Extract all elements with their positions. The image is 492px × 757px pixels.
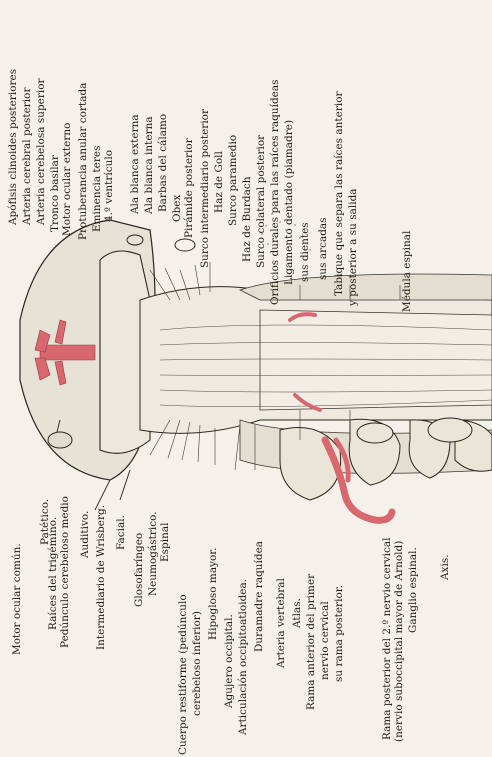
label-rama-post-2-2: (nervio suboccipital mayor de Arnold) xyxy=(394,541,405,742)
label-rama-anterior-2: nervio cervical xyxy=(320,601,331,680)
label-neumogastrico: Neumogástrico. xyxy=(148,511,159,596)
label-atlas: Atlas. xyxy=(292,598,303,628)
label-glosofaringeo: Glosofaríngeo xyxy=(134,533,145,607)
label-motor-ocular-comun: Motor ocular común. xyxy=(12,543,23,655)
label-motor-ocular-ext: Motor ocular externo xyxy=(62,123,73,236)
skull-oval xyxy=(48,432,72,448)
label-ligamento-dentado: Ligamento dentado (piamadre) xyxy=(284,120,295,285)
label-eminencia-teres: Eminencia teres xyxy=(92,146,103,232)
label-rama-posterior: su rama posterior. xyxy=(334,585,345,682)
label-hipogloso-mayor: Hipogloso mayor. xyxy=(208,547,219,640)
label-cuerpo-restiforme: Cuerpo restiforme (pedúnculo xyxy=(178,594,189,755)
vertebrae xyxy=(280,418,492,500)
label-duramadre-raquidea: Duramadre raquídea xyxy=(254,541,265,652)
label-ala-blanca-int: Ala blanca interna xyxy=(144,116,155,214)
label-auditivo: Auditivo. xyxy=(80,511,91,558)
label-medula-espinal: Médula espinal xyxy=(402,231,413,312)
label-orificios-durales: Orificios durales para las raíces raquíd… xyxy=(270,80,281,305)
label-ala-blanca-ext: Ala blanca externa xyxy=(130,114,141,214)
label-intermediario-wrisberg: Intermediario de Wrisberg. xyxy=(96,505,107,650)
label-sus-dientes: sus dientes xyxy=(300,222,311,282)
label-obex: Obex xyxy=(172,195,183,222)
label-raices-trigemino: Raíces del trigémino. xyxy=(48,517,59,630)
ventricle-feature-2 xyxy=(175,239,195,251)
label-facial: Facial. xyxy=(116,515,127,550)
label-ganglio-espinal: Ganglio espinal. xyxy=(408,547,419,633)
label-axis: Axis. xyxy=(440,554,451,580)
label-espinal: Espinal xyxy=(160,523,171,562)
label-sus-arcadas: sus arcadas xyxy=(318,217,329,280)
label-tronco-basilar: Tronco basilar xyxy=(50,155,61,232)
label-surco-colateral: Surco colateral posterior xyxy=(256,135,267,268)
label-agujero-occipital: Agujero occipital. xyxy=(224,614,235,708)
label-pedunculo-cerebeloso-medio: Pedúnculo cerebeloso medio xyxy=(60,496,71,648)
label-cerebeloso-inferior: cerebeloso inferior) xyxy=(192,611,203,716)
label-surco-paramedio: Surco paramedio xyxy=(228,135,239,226)
label-apofisis: Apófisis clinoides posteriores xyxy=(8,69,19,225)
label-haz-burdach: Haz de Burdach xyxy=(242,177,253,263)
label-surco-intermediario: Surco intermediario posterior xyxy=(200,109,211,268)
label-barbas-calamo: Barbas del cálamo xyxy=(158,114,169,212)
label-arteria-vertebral: Arteria vertebral xyxy=(276,578,287,668)
label-art-cerebral-post: Arteria cerebral posterior xyxy=(22,88,33,225)
label-cuarto-ventriculo: 4.º ventrículo xyxy=(104,150,115,222)
label-tabique-1: Tabique que separa las raíces anterior xyxy=(334,91,345,296)
label-tabique-2: y posterior a su salida xyxy=(348,188,359,306)
label-piramide-post: Pirámide posterior xyxy=(184,138,195,238)
label-protuberancia: Protuberancia anular cortada xyxy=(78,83,89,240)
label-rama-anterior-1: Rama anterior del primer xyxy=(306,574,317,710)
label-articulacion-occipitoatloidea: Articulación occipitoatloidea. xyxy=(238,579,249,735)
label-rama-post-2-1: Rama posterior del 2.º nervio cervical xyxy=(382,538,393,740)
label-art-cerebelosa-sup: Arteria cerebelosa superior xyxy=(36,78,47,225)
label-haz-goll: Haz de Goll xyxy=(214,151,225,213)
